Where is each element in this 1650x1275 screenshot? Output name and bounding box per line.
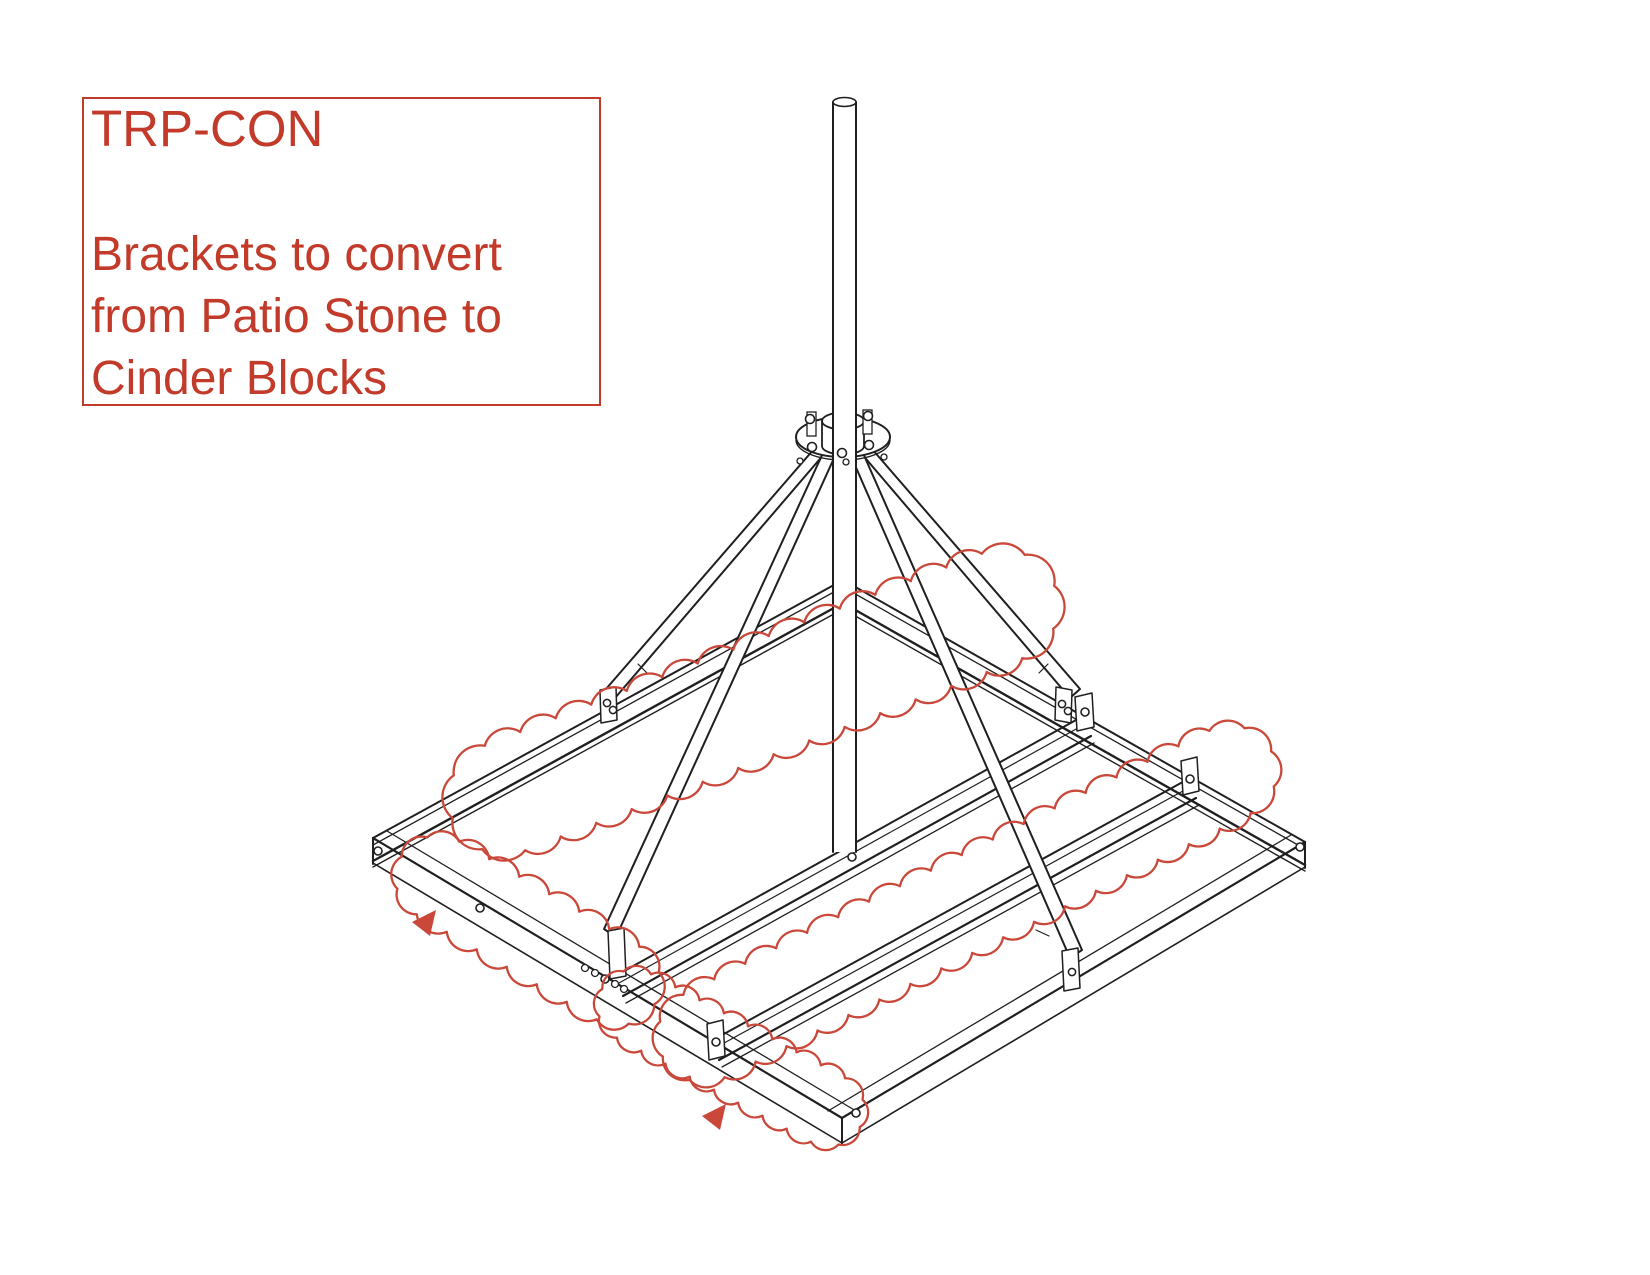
cloud-arrowhead [702, 1104, 726, 1130]
revision-cloud [441, 542, 1066, 862]
leg-foot-brackets [599, 686, 1081, 992]
revision-cloud [592, 964, 870, 1152]
flange-bolts [796, 410, 888, 466]
frame-bolt-holes [580, 963, 629, 994]
revision-cloud [651, 719, 1283, 1089]
cloud-arrowhead [412, 910, 436, 936]
revision-note-box: TRP-CON Brackets to convert from Patio S… [82, 97, 601, 406]
rail-mounting-plates [706, 692, 1200, 1061]
revision-cloud [390, 830, 666, 1031]
note-body: Brackets to convert from Patio Stone to … [91, 228, 502, 405]
mast-pipe [832, 96, 857, 853]
revision-clouds [390, 542, 1283, 1152]
note-title: TRP-CON [91, 100, 324, 157]
